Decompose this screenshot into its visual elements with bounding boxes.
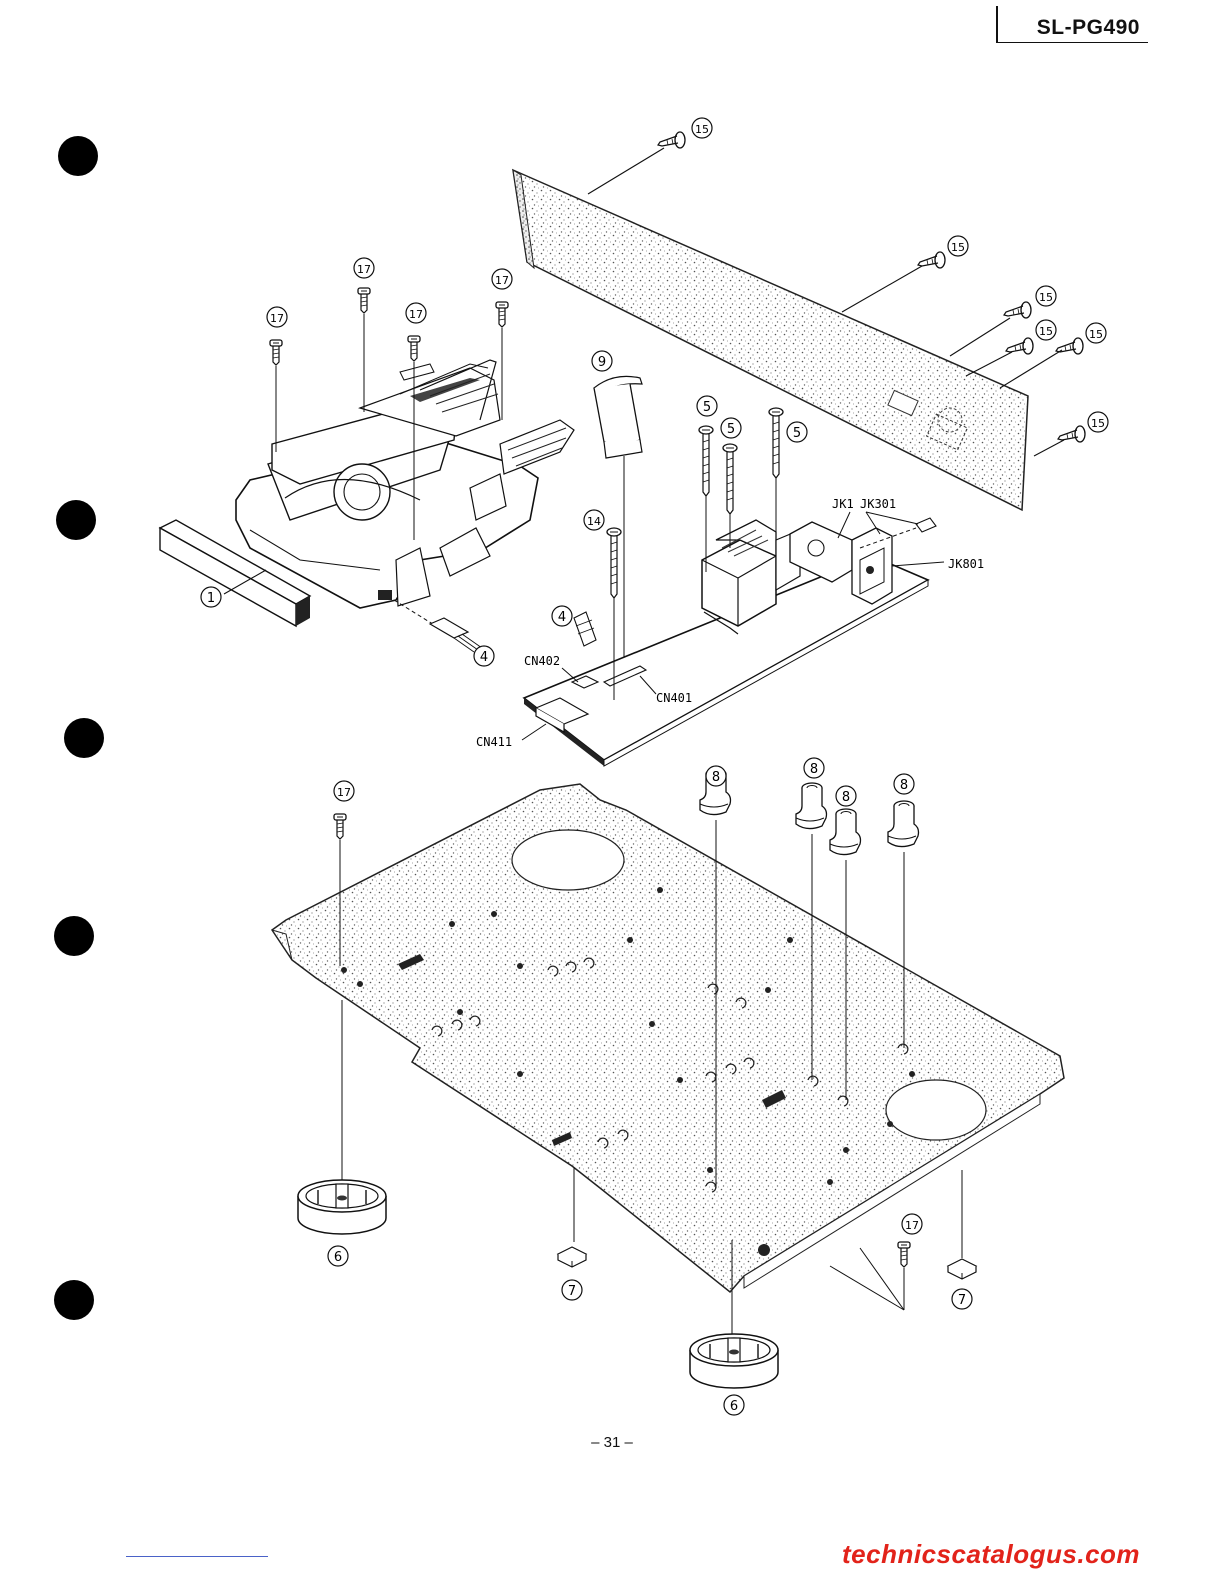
callout-17: 17 <box>492 269 512 289</box>
callout-8: 8 <box>894 774 914 794</box>
callout-8: 8 <box>804 758 824 778</box>
callout-label: 17 <box>409 308 423 321</box>
flat-cable <box>594 376 642 696</box>
callout-label: 8 <box>810 762 818 777</box>
callout-label: 1 <box>207 591 215 606</box>
footer-rule <box>126 1556 268 1557</box>
callout-8: 8 <box>706 766 726 786</box>
callout-17: 17 <box>267 307 287 327</box>
callout-label: 15 <box>1039 325 1053 338</box>
callout-6: 6 <box>328 1246 348 1266</box>
callout-label: 7 <box>958 1293 966 1308</box>
bottom-chassis <box>272 784 1064 1292</box>
callout-17: 17 <box>902 1214 922 1234</box>
callout-label: 15 <box>1089 328 1103 341</box>
label-cn402: CN402 <box>524 654 560 668</box>
callout-label: 5 <box>727 422 735 437</box>
callout-7: 7 <box>562 1280 582 1300</box>
callout-4: 4 <box>474 646 494 666</box>
callout-17: 17 <box>334 781 354 801</box>
callout-label: 15 <box>951 241 965 254</box>
callout-1: 1 <box>201 587 221 607</box>
callout-label: 17 <box>337 786 351 799</box>
callout-label: 4 <box>558 610 566 625</box>
website-watermark[interactable]: technicscatalogus.com <box>842 1539 1140 1570</box>
main-pcb <box>524 518 936 766</box>
label-jk801: JK801 <box>948 557 984 571</box>
callout-5: 5 <box>697 396 717 416</box>
label-cn411: CN411 <box>476 735 512 749</box>
mech-cable <box>394 600 482 652</box>
callout-4: 4 <box>552 606 572 626</box>
callout-14: 14 <box>584 510 604 530</box>
callout-9: 9 <box>592 351 612 371</box>
callout-15: 15 <box>1088 412 1108 432</box>
callout-label: 17 <box>905 1219 919 1232</box>
callout-label: 17 <box>357 263 371 276</box>
callout-label: 5 <box>703 400 711 415</box>
callout-15: 15 <box>1036 286 1056 306</box>
callout-label: 17 <box>495 274 509 287</box>
rear-panel <box>513 170 1028 510</box>
callout-15: 15 <box>948 236 968 256</box>
callout-17: 17 <box>354 258 374 278</box>
label-jk1: JK1 <box>832 497 854 511</box>
callout-label: 7 <box>568 1284 576 1299</box>
callout-5: 5 <box>787 422 807 442</box>
callout-8: 8 <box>836 786 856 806</box>
callout-label: 5 <box>793 426 801 441</box>
callout-label: 15 <box>1091 417 1105 430</box>
label-cn401: CN401 <box>656 691 692 705</box>
callout-label: 6 <box>730 1399 738 1414</box>
callout-label: 14 <box>587 515 601 528</box>
callout-label: 8 <box>842 790 850 805</box>
page-number: – 31 – <box>0 1434 1224 1451</box>
label-jk301: JK301 <box>860 497 896 511</box>
callout-label: 15 <box>695 123 709 136</box>
callout-label: 8 <box>712 770 720 785</box>
callout-15: 15 <box>692 118 712 138</box>
callout-5: 5 <box>721 418 741 438</box>
callout-15: 15 <box>1086 323 1106 343</box>
callout-label: 15 <box>1039 291 1053 304</box>
callout-6: 6 <box>724 1395 744 1415</box>
callout-label: 8 <box>900 778 908 793</box>
callout-label: 17 <box>270 312 284 325</box>
callout-17: 17 <box>406 303 426 323</box>
callout-7: 7 <box>952 1289 972 1309</box>
callout-label: 4 <box>480 650 488 665</box>
callout-label: 9 <box>598 355 606 370</box>
callout-15: 15 <box>1036 320 1056 340</box>
cd-mechanism <box>236 360 574 608</box>
callout-label: 6 <box>334 1250 342 1265</box>
